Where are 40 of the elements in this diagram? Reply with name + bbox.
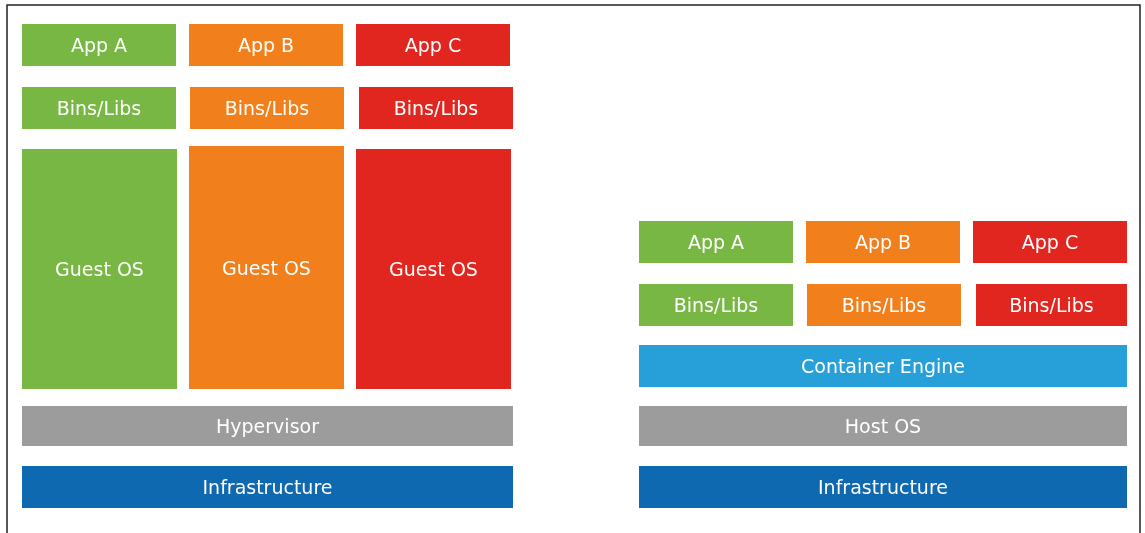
layer-block — [22, 149, 177, 389]
layer-block — [359, 87, 513, 129]
layer-label: Bins/Libs — [393, 97, 479, 119]
layer-block — [189, 24, 343, 66]
layer-block — [356, 24, 510, 66]
layer-label: Infrastructure — [202, 476, 333, 498]
layer-label: App C — [404, 34, 462, 56]
layer-block — [806, 221, 960, 263]
layer-label: App A — [687, 231, 745, 253]
layer-label: Guest OS — [55, 258, 144, 280]
layer-label: Guest OS — [389, 258, 478, 280]
layer-block — [190, 87, 344, 129]
layer-block — [639, 221, 793, 263]
layer-block — [189, 146, 344, 389]
layer-block — [22, 406, 513, 446]
layer-label: Bins/Libs — [673, 294, 759, 316]
layer-label: Bins/Libs — [224, 97, 310, 119]
layer-label: Bins/Libs — [56, 97, 142, 119]
layer-block — [22, 24, 176, 66]
layer-block — [639, 345, 1127, 387]
layer-label: Guest OS — [222, 256, 311, 279]
layer-label: App B — [237, 34, 295, 56]
layer-block — [22, 466, 513, 508]
layer-block — [639, 284, 793, 326]
layer-block — [973, 221, 1127, 263]
layer-label: Infrastructure — [818, 476, 948, 498]
layer-label: App A — [70, 34, 128, 56]
layer-block — [639, 466, 1127, 508]
layer-block — [976, 284, 1127, 326]
layer-label: Bins/Libs — [841, 294, 927, 316]
layer-label: Bins/Libs — [1009, 294, 1094, 316]
layer-label: Hypervisor — [216, 415, 319, 437]
layer-label: Host OS — [844, 415, 922, 437]
layer-block — [639, 406, 1127, 446]
layer-block — [356, 149, 511, 389]
layer-block — [807, 284, 961, 326]
layer-block — [22, 87, 176, 129]
layer-label: App B — [854, 231, 912, 253]
layer-label: App C — [1021, 231, 1079, 253]
layer-label: Container Engine — [801, 355, 965, 377]
